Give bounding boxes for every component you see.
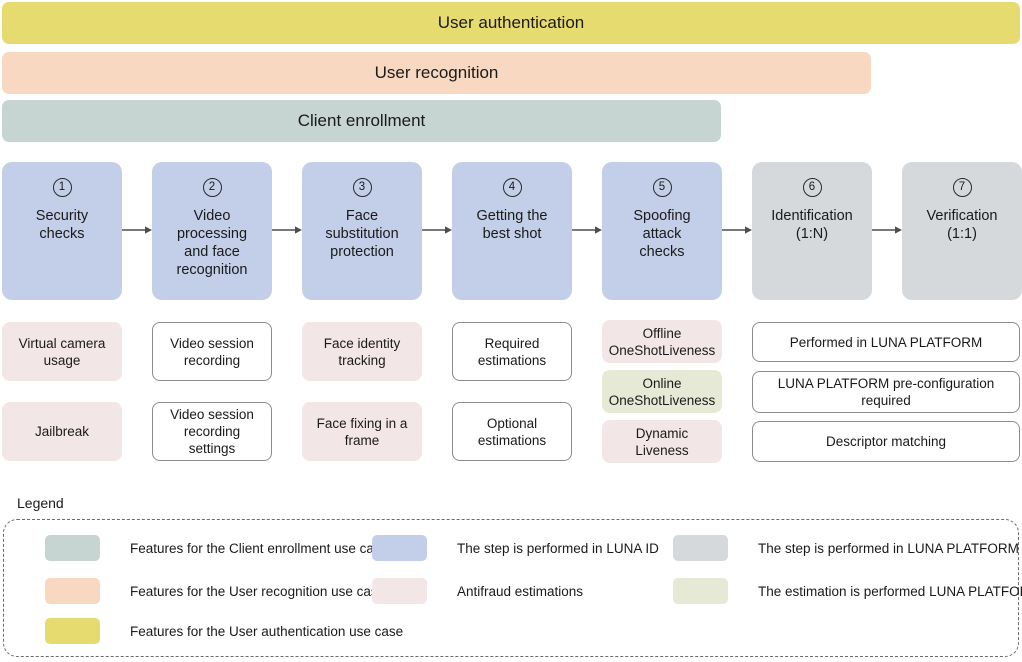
arrow-icon-5-to-6 [722,226,752,234]
step-number-1: 1 [52,178,72,197]
step-box-1[interactable]: 1 Security checks [2,162,122,300]
legend-label-user-authentication: Features for the User authentication use… [130,623,404,639]
sub-box-dynamic-liveness[interactable]: Dynamic Liveness [602,420,722,463]
arrow-icon-4-to-5 [572,226,602,234]
step-box-7[interactable]: 7 Verification (1:1) [902,162,1022,300]
step-box-5[interactable]: 5 Spoofing attack checks [602,162,722,300]
legend-swatch-luna-id-step [372,535,427,561]
step-label-2: Video processing and face recognition [176,208,248,278]
step-label-5: Spoofing attack checks [633,208,691,260]
banner-user-recognition-label: User recognition [374,63,499,82]
sub-box-face-fixing-in-a-frame[interactable]: Face fixing in a frame [302,402,422,461]
sub-box-offline-oneshotliveness[interactable]: Offline OneShotLiveness [602,320,722,363]
sub-box-required-estimations[interactable]: Required estimations [452,322,572,381]
banner-user-authentication: User authentication [2,2,1020,44]
step-number-6: 6 [802,178,822,197]
step-number-4: 4 [502,178,522,197]
legend-label-user-recognition: Features for the User recognition use ca… [130,583,386,599]
legend-container [3,519,1019,657]
step-box-3[interactable]: 3 Face substitution protection [302,162,422,300]
legend-item-luna-platform-step: The step is performed in LUNA PLATFORM [673,535,1019,561]
legend-title: Legend [17,495,64,511]
legend-swatch-luna-platform-step [673,535,728,561]
step-label-6: Identification (1:N) [771,208,853,242]
step-label-7: Verification (1:1) [926,208,998,242]
sub-box-jailbreak[interactable]: Jailbreak [2,402,122,461]
legend-label-client-enrollment: Features for the Client enrollment use c… [130,540,389,556]
legend-swatch-user-authentication [45,618,100,644]
sub-box-video-session-recording[interactable]: Video session recording [152,322,272,381]
step-label-4: Getting the best shot [476,208,548,242]
banner-client-enrollment: Client enrollment [2,100,721,142]
banner-user-recognition: User recognition [2,52,871,94]
sub-box-luna-platform-preconfiguration-required[interactable]: LUNA PLATFORM pre-configuration required [752,371,1020,413]
legend-swatch-client-enrollment [45,535,100,561]
step-number-3: 3 [352,178,372,197]
sub-box-online-oneshotliveness[interactable]: Online OneShotLiveness [602,370,722,413]
arrow-icon-3-to-4 [422,226,452,234]
sub-box-optional-estimations[interactable]: Optional estimations [452,402,572,461]
legend-item-client-enrollment: Features for the Client enrollment use c… [45,535,388,561]
step-number-7: 7 [952,178,972,197]
banner-user-authentication-label: User authentication [437,13,585,32]
legend-swatch-antifraud-estimations [372,578,427,604]
arrow-icon-6-to-7 [872,226,902,234]
legend-swatch-user-recognition [45,578,100,604]
arrow-icon-1-to-2 [122,226,152,234]
legend-item-user-recognition: Features for the User recognition use ca… [45,578,385,604]
legend-swatch-luna-platform-estimation [673,578,728,604]
step-number-5: 5 [652,178,672,197]
step-box-2[interactable]: 2 Video processing and face recognition [152,162,272,300]
legend-label-luna-platform-step: The step is performed in LUNA PLATFORM [758,540,1019,556]
sub-box-video-session-recording-settings[interactable]: Video session recording settings [152,402,272,461]
arrow-icon-2-to-3 [272,226,302,234]
step-number-2: 2 [202,178,222,197]
step-label-3: Face substitution protection [325,208,399,260]
sub-box-descriptor-matching[interactable]: Descriptor matching [752,421,1020,462]
step-box-6[interactable]: 6 Identification (1:N) [752,162,872,300]
legend-item-antifraud-estimations: Antifraud estimations [372,578,583,604]
legend-item-user-authentication: Features for the User authentication use… [45,618,403,644]
step-label-1: Security checks [35,208,89,242]
legend-label-luna-platform-estimation: The estimation is performed LUNA PLATFOR… [758,583,1022,599]
legend-label-luna-id-step: The step is performed in LUNA ID [457,540,659,556]
sub-box-virtual-camera-usage[interactable]: Virtual camera usage [2,322,122,381]
legend-item-luna-id-step: The step is performed in LUNA ID [372,535,659,561]
step-box-4[interactable]: 4 Getting the best shot [452,162,572,300]
sub-box-face-identity-tracking[interactable]: Face identity tracking [302,322,422,381]
sub-box-performed-in-luna-platform[interactable]: Performed in LUNA PLATFORM [752,322,1020,362]
legend-label-antifraud-estimations: Antifraud estimations [457,583,584,599]
legend-item-luna-platform-estimation: The estimation is performed LUNA PLATFOR… [673,578,1022,604]
banner-client-enrollment-label: Client enrollment [297,111,426,130]
